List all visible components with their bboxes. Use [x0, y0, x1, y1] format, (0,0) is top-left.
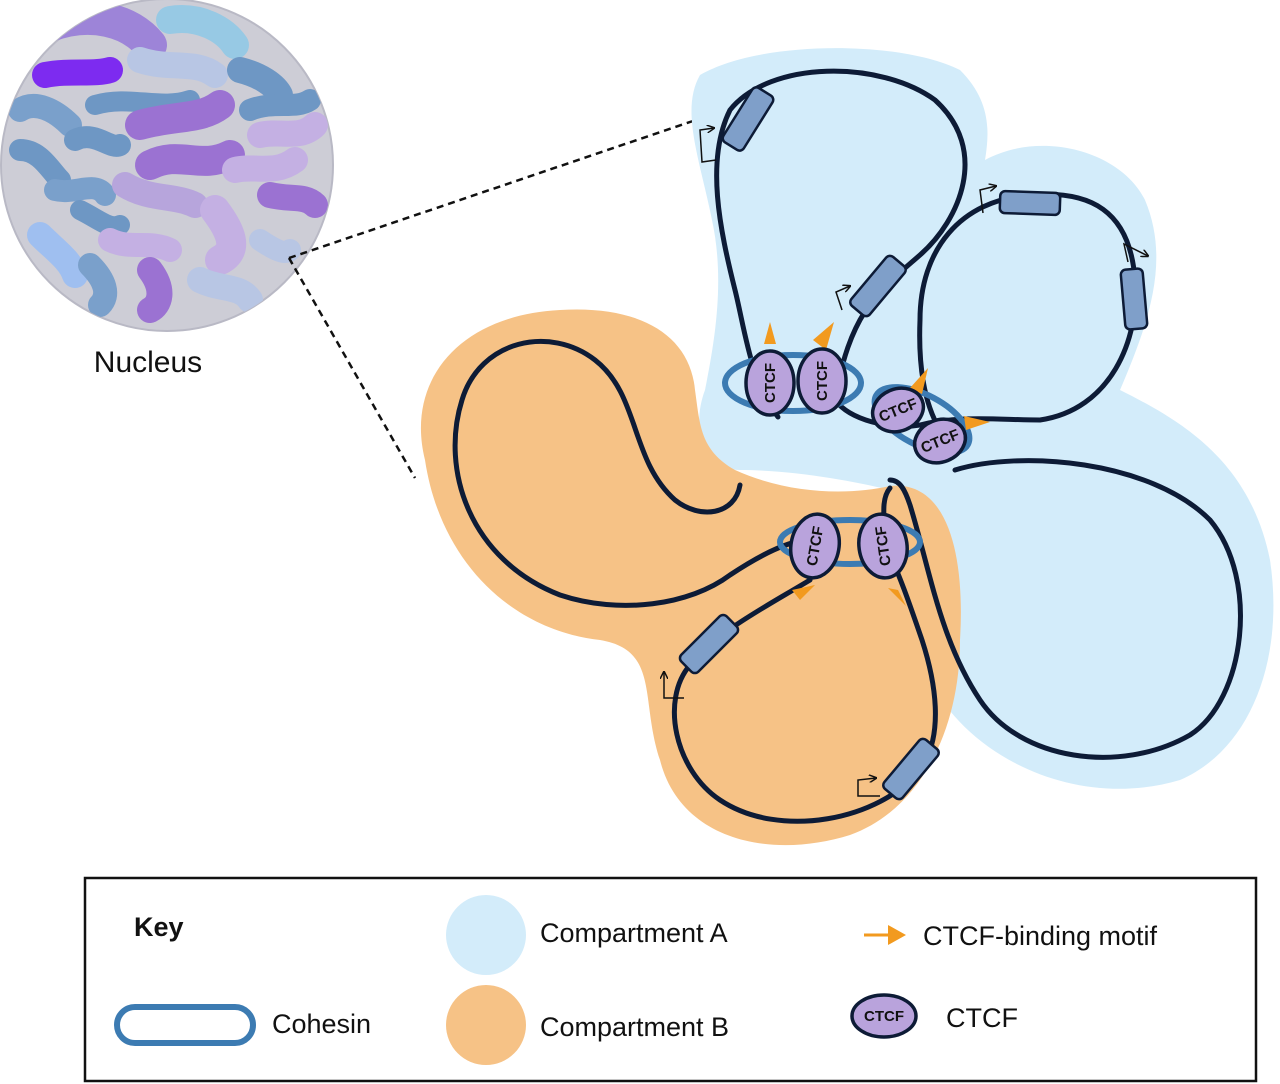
motif-triangle — [910, 368, 928, 394]
key-ctcf-label: CTCF — [946, 1003, 1018, 1033]
ctcf-protein: CTCF — [870, 386, 926, 434]
compartment-b-region — [420, 309, 961, 846]
svg-text:CTCF: CTCF — [872, 525, 894, 567]
ctcf-protein: CTCF — [912, 417, 968, 465]
key-legend: Key Cohesin Compartment A Compartment B … — [83, 876, 1258, 1083]
svg-text:CTCF: CTCF — [762, 363, 779, 403]
gene-box — [678, 613, 740, 675]
cohesin-ring — [871, 384, 973, 456]
gene-box — [1119, 267, 1149, 331]
motif-triangle — [764, 322, 776, 344]
key-motif-label: CTCF-binding motif — [923, 921, 1158, 951]
key-cohesin-label: Cohesin — [272, 1009, 371, 1039]
cohesin-ring — [777, 517, 923, 567]
promoter-arrows — [664, 128, 1148, 797]
nucleus-label: Nucleus — [94, 346, 202, 379]
svg-text:CTCF: CTCF — [864, 1008, 904, 1025]
ctcf-protein: CTCF — [857, 512, 909, 580]
key-title: Key — [134, 912, 184, 942]
gene-box — [998, 189, 1062, 217]
gene-box — [721, 86, 775, 152]
genes — [678, 86, 1149, 801]
motif-triangle — [888, 588, 906, 606]
ctcf-protein: CTCF — [744, 349, 796, 417]
ctcf-protein: CTCF — [788, 512, 842, 580]
cohesin-ring — [722, 352, 864, 414]
cohesin-rings — [722, 352, 973, 567]
gene-box — [849, 254, 907, 318]
ctcf-swatch: CTCF — [850, 993, 918, 1039]
motif-triangle — [813, 322, 834, 350]
key-compartment-a-label: Compartment A — [540, 918, 728, 948]
motif-swatch — [864, 925, 906, 945]
svg-text:CTCF: CTCF — [814, 361, 831, 401]
ctcf-proteins: CTCF CTCF CTCF CTCF CTCF CTCF — [744, 347, 968, 580]
cohesin-swatch — [114, 1004, 256, 1046]
ctcf-protein: CTCF — [796, 347, 848, 415]
gene-box — [882, 737, 940, 801]
key-compartment-b-label: Compartment B — [540, 1012, 729, 1042]
chromosome-territories — [8, 1, 328, 323]
key-box — [83, 876, 1258, 1083]
motif-triangle — [964, 416, 990, 430]
ctcf-motifs — [764, 322, 990, 606]
compartment-b-swatch — [446, 985, 526, 1065]
nucleus: Nucleus — [0, 0, 334, 379]
motif-triangle — [792, 585, 815, 600]
zoom-lines — [287, 119, 694, 479]
compartment-a-swatch — [446, 895, 526, 975]
svg-text:CTCF: CTCF — [804, 525, 828, 567]
